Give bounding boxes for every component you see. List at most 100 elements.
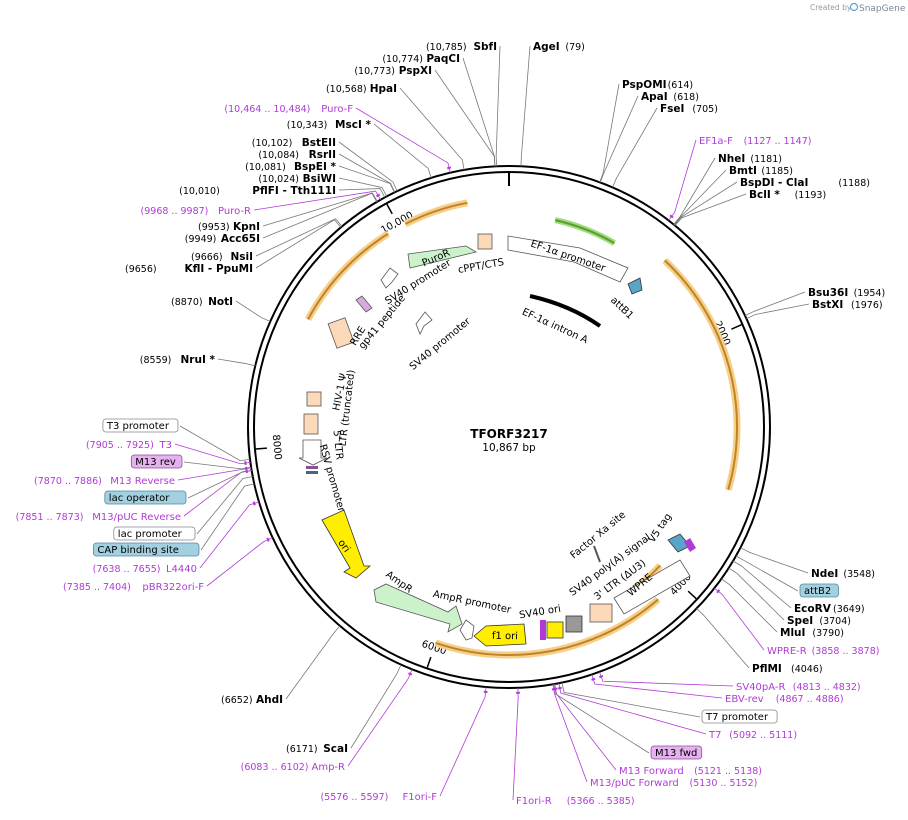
enzyme-position: (1193) — [795, 190, 827, 201]
attb2-marker — [684, 538, 696, 552]
primer-leader — [177, 467, 252, 481]
primer-range: (5130 .. 5152) — [690, 778, 758, 789]
enzyme-name: BstXI — [812, 299, 843, 311]
enzyme-position: (10,102) — [252, 138, 293, 149]
enzyme-position: (3790) — [812, 628, 844, 639]
enzyme-position: (8870) — [171, 297, 203, 308]
ltr-truncated-feature — [303, 413, 319, 435]
sv40-polya-feature — [565, 615, 583, 633]
primer-leader — [552, 684, 588, 783]
boxed-label: CAP binding site — [97, 545, 179, 556]
primer-name: WPRE-R — [767, 646, 807, 657]
primer-range: (7870 .. 7886) — [34, 476, 102, 487]
primer-mark — [551, 687, 556, 691]
enzyme-name: NsiI — [230, 251, 253, 263]
enzyme-name: KpnI — [233, 221, 260, 233]
enzyme-leader — [350, 664, 402, 749]
enzyme-name: RsrII — [309, 149, 336, 161]
enzyme-name: PspXI — [399, 65, 432, 77]
primer-range: (10,464 .. 10,484) — [224, 104, 310, 115]
enzyme-labels: SbfI(10,785)PaqCI(10,774)PspXI(10,773)Hp… — [125, 41, 885, 755]
enzyme-leader — [373, 123, 432, 179]
tick-line-3 — [255, 447, 267, 450]
orf-bottom-arrow — [435, 598, 659, 657]
primer-range: (9968 .. 9987) — [141, 206, 209, 217]
enzyme-name: BstEII — [302, 137, 336, 149]
sv40-ori-feature — [546, 621, 564, 639]
primer-range: (4867 .. 4886) — [776, 694, 844, 705]
enzyme-name: ScaI — [323, 743, 348, 755]
puror-feature — [407, 245, 478, 269]
enzyme-leader — [262, 192, 378, 239]
primer-name: SV40pA-R — [736, 682, 785, 693]
cppt-feature — [477, 233, 493, 250]
enzyme-position: (10,568) — [326, 84, 367, 95]
enzyme-position: (9666) — [191, 252, 223, 263]
boxed-label-leader — [200, 483, 255, 551]
enzyme-leader — [338, 141, 398, 192]
enzyme-position: (6652) — [221, 695, 253, 706]
primer-leader — [668, 139, 697, 221]
boxed-label: M13 rev — [135, 457, 176, 468]
plasmid-size: 10,867 bp — [482, 442, 536, 454]
enzyme-position: (4046) — [791, 664, 823, 675]
rsv-promoter-feature — [298, 439, 328, 466]
enzyme-name: NheI — [718, 153, 745, 165]
enzyme-name: NruI * — [181, 354, 216, 366]
tick-line-0 — [731, 324, 742, 330]
enzyme-position: (10,343) — [287, 120, 328, 131]
enzyme-leader — [285, 625, 341, 700]
primer-leader — [206, 537, 273, 587]
enzyme-name: BspDI - ClaI — [740, 177, 808, 189]
enzyme-position: (1954) — [854, 288, 886, 299]
enzyme-leader — [728, 567, 785, 621]
enzyme-name: KflI - PpuMI — [184, 263, 253, 275]
enzyme-position: (10,010) — [179, 186, 220, 197]
f1-ori-feature — [473, 623, 527, 647]
primer-leader — [558, 683, 707, 735]
rre-feature — [327, 317, 355, 349]
primer-name: Puro-R — [218, 206, 251, 217]
orf-top-arrow — [404, 201, 468, 225]
primer-mark — [669, 214, 674, 219]
enzyme-leader — [599, 95, 639, 183]
primer-mark — [245, 469, 248, 474]
5ltr-marker-b — [306, 471, 318, 474]
ampr-feature — [373, 583, 463, 633]
primer-mark — [591, 677, 596, 681]
enzyme-leader — [520, 45, 531, 167]
enzyme-leader — [255, 218, 343, 257]
boxed-label: attB2 — [804, 586, 831, 597]
primer-range: (7385 .. 7404) — [63, 582, 131, 593]
enzyme-position: (1976) — [851, 300, 883, 311]
enzyme-position: (10,024) — [258, 174, 299, 185]
enzyme-position: (10,773) — [354, 66, 395, 77]
enzyme-leader — [399, 87, 465, 170]
tick-line-1 — [687, 590, 697, 600]
enzyme-position: (10,785) — [426, 42, 467, 53]
enzyme-leader — [338, 188, 386, 198]
credit-prefix: Created by — [810, 3, 852, 12]
enzyme-position: (1185) — [761, 166, 793, 177]
boxed-label-bg — [650, 745, 703, 760]
primer-name: F1ori-F — [403, 792, 438, 803]
primer-name: Puro-F — [321, 104, 353, 115]
primer-range: (6083 .. 6102) — [241, 762, 309, 773]
boxed-label: M13 fwd — [655, 748, 697, 759]
boxed-label-bg — [799, 583, 839, 598]
orf-arcs — [304, 199, 741, 659]
enzyme-name: BsiWI — [303, 173, 336, 185]
sv40-promoter-inner-feature — [415, 311, 433, 335]
primer-leader — [591, 674, 723, 699]
enzyme-leader — [673, 169, 727, 226]
primer-mark — [557, 686, 562, 690]
orf-top-highlight — [403, 199, 469, 228]
primer-mark — [716, 589, 721, 594]
primer-leader — [174, 443, 251, 465]
enzyme-position: (10,774) — [382, 54, 423, 65]
enzyme-leader — [255, 219, 342, 269]
hiv-psi-feature — [306, 391, 322, 407]
factor-xa-feature — [593, 545, 601, 563]
boxed-label-leader — [196, 476, 253, 535]
